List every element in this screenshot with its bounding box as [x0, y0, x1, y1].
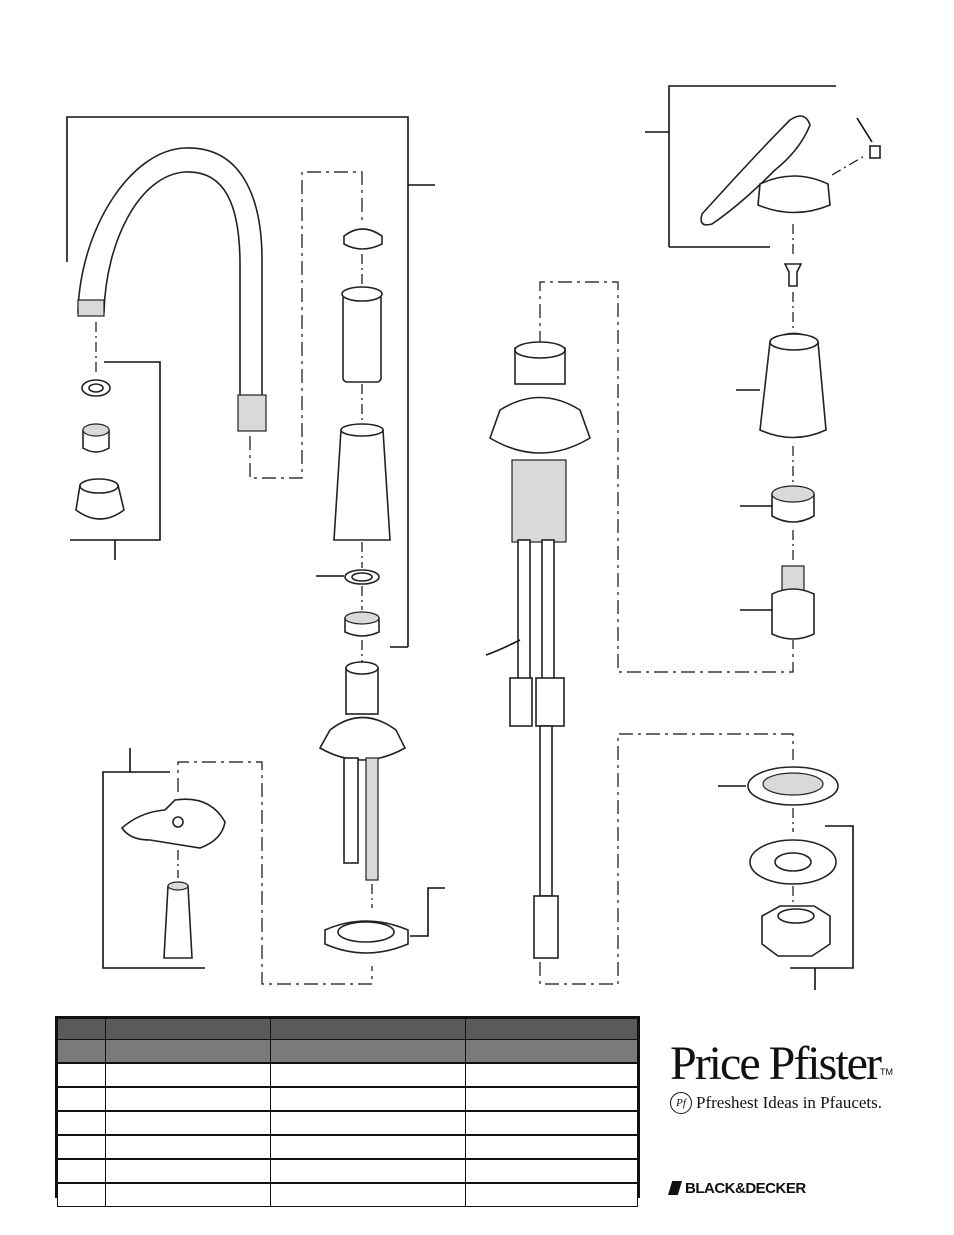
spout-tube — [343, 757, 359, 864]
cartridge-stem — [781, 565, 805, 593]
table-row — [57, 1062, 638, 1088]
table-header-row — [57, 1018, 638, 1040]
parts-list-table — [55, 1016, 640, 1207]
handle-bracket — [645, 85, 836, 133]
hardware-bracket — [102, 748, 205, 969]
lever-handle — [700, 115, 811, 226]
brand-name: Price PfisterTM — [670, 1037, 893, 1090]
supply-tube-right — [541, 539, 555, 681]
table-row — [57, 1134, 638, 1160]
brand-logo: Price PfisterTM Pf Pfreshest Ideas in Pf… — [670, 1040, 910, 1130]
gooseneck-spout — [77, 147, 263, 406]
spout-bracket — [66, 116, 409, 262]
lever-handle-group — [645, 85, 881, 640]
table-row — [57, 1158, 638, 1184]
parent-company-logo: BLACK&DECKER — [668, 1178, 806, 1198]
sleeve-group — [316, 228, 445, 954]
mounting-nut-sleeve — [163, 885, 193, 959]
supply-coupling-left — [509, 677, 533, 727]
spout-thread-tip — [77, 299, 105, 317]
supply-hose — [539, 725, 553, 897]
monogram-icon: Pf — [670, 1092, 692, 1114]
set-screw — [869, 145, 881, 159]
table-row — [57, 1086, 638, 1112]
trademark-mark: TM — [879, 1067, 893, 1077]
handle-cap — [757, 175, 831, 214]
valve-cartridge — [771, 588, 815, 640]
valve-body-base — [489, 396, 591, 454]
spout-threaded-stud — [365, 757, 379, 881]
handle-screw — [783, 263, 803, 287]
spout-base-threads — [237, 394, 267, 432]
table-subheader-row — [57, 1039, 638, 1064]
table-row — [57, 1182, 638, 1207]
hexagon-icon — [668, 1181, 682, 1195]
valve-body-group — [485, 281, 794, 985]
valve-threaded-shank — [511, 459, 567, 543]
mounting-hardware-group — [102, 748, 373, 985]
spout-sleeve — [333, 429, 391, 541]
mounting-washers-group — [718, 766, 854, 990]
tagline-text: Pfreshest Ideas in Pfaucets. — [696, 1093, 883, 1112]
spout-adapter — [342, 293, 382, 383]
supply-tube-left — [517, 539, 531, 681]
table-row — [57, 1110, 638, 1136]
parent-company-name: BLACK&DECKER — [685, 1179, 806, 1197]
supply-hose-fitting — [533, 895, 559, 959]
spout-escutcheon — [318, 716, 407, 761]
retaining-clip — [343, 228, 383, 250]
spout-shank — [345, 667, 379, 715]
brand-tagline: Pf Pfreshest Ideas in Pfaucets. — [670, 1092, 910, 1114]
supply-coupling-right — [535, 677, 565, 727]
spout-group — [66, 116, 435, 648]
exploded-parts-diagram — [66, 85, 881, 990]
